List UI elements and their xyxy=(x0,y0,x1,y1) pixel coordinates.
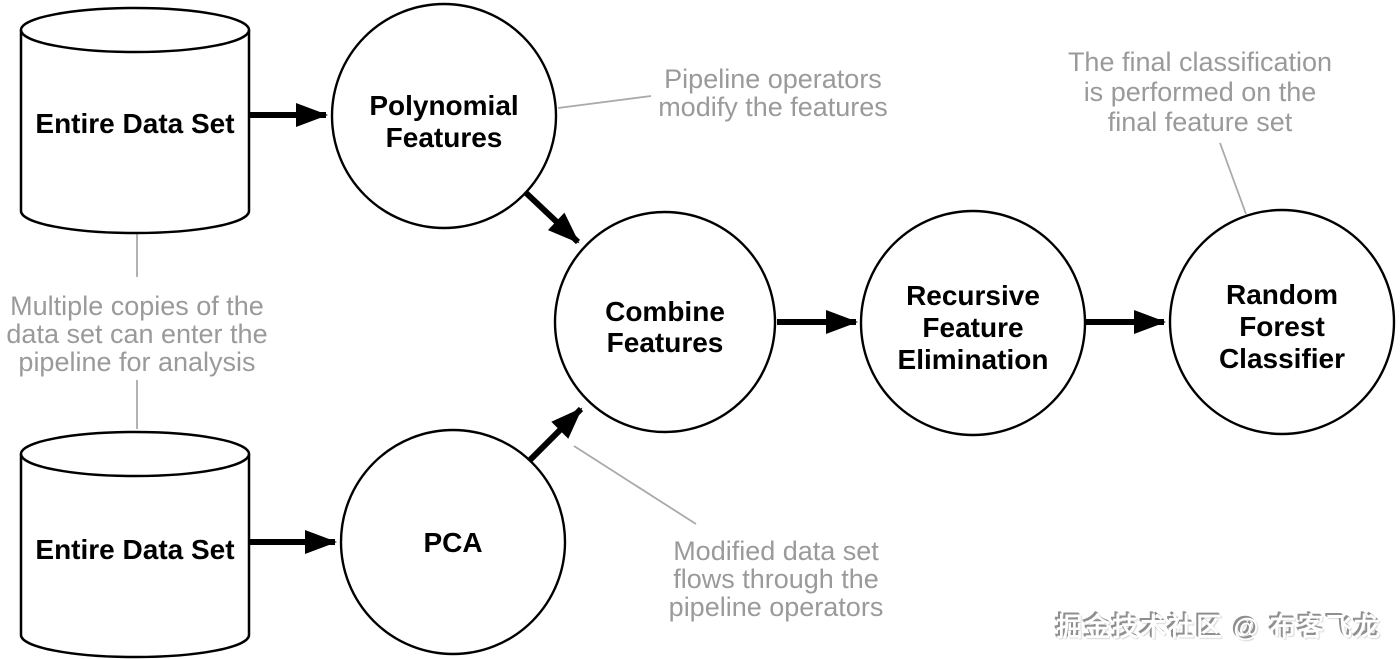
callout-lines xyxy=(136,95,1247,525)
annotation-multiple-copies-line3: pipeline for analysis xyxy=(18,347,255,377)
node-combine-features-label-line2: Features xyxy=(607,327,724,358)
annotation-modified-data-line1: Modified data set xyxy=(673,536,879,566)
callout-line-final-classification-note xyxy=(1219,142,1247,215)
node-polynomial-features-label-line1: Polynomial xyxy=(369,90,518,121)
annotation-multiple-copies-line2: data set can enter the xyxy=(6,319,267,349)
annotation-modified-data-note: Modified data set flows through the pipe… xyxy=(669,536,884,622)
datastore-bottom-lid xyxy=(19,430,251,478)
node-rfc-label-line1: Random xyxy=(1226,279,1338,310)
datastore-top-lid xyxy=(19,6,251,54)
datastore-bottom-body xyxy=(19,454,251,659)
node-pca-circle xyxy=(339,428,567,656)
node-rfe-label-line2: Feature xyxy=(922,312,1023,343)
node-combine-features: Combine Features xyxy=(553,210,777,434)
annotation-pipeline-operators-note: Pipeline operators modify the features xyxy=(658,64,888,122)
annotation-multiple-copies-note: Multiple copies of the data set can ente… xyxy=(6,291,267,377)
arrow-polynomial-to-combine xyxy=(521,188,581,245)
node-combine-features-circle xyxy=(553,210,777,434)
watermark: 掘金技术社区 @ 布客飞龙 xyxy=(1056,612,1382,642)
annotation-final-classification-line1: The final classification xyxy=(1068,47,1332,77)
callout-line-pipeline-operators-note xyxy=(557,95,652,109)
arrow-pca-to-combine xyxy=(527,406,584,463)
node-recursive-feature-elimination-circle xyxy=(859,209,1087,437)
datastore-top-label: Entire Data Set xyxy=(35,108,234,139)
annotation-final-classification-note: The final classification is performed on… xyxy=(1068,47,1332,137)
annotation-final-classification-line2: is performed on the xyxy=(1084,77,1317,107)
node-polynomial-features-circle xyxy=(330,2,558,230)
node-rfe-label-line3: Elimination xyxy=(898,344,1049,375)
node-polynomial-features-label-line2: Features xyxy=(386,122,503,153)
node-random-forest-classifier: Random Forest Classifier xyxy=(1168,208,1396,436)
annotation-multiple-copies-line1: Multiple copies of the xyxy=(10,291,264,321)
node-rfc-label-line3: Classifier xyxy=(1219,343,1345,374)
datastore-top: Entire Data Set xyxy=(19,6,251,235)
flow-arrows xyxy=(249,103,1166,554)
annotation-pipeline-operators-line2: modify the features xyxy=(658,92,888,122)
node-recursive-feature-elimination: Recursive Feature Elimination xyxy=(859,209,1087,437)
annotation-modified-data-line3: pipeline operators xyxy=(669,592,884,622)
node-pca: PCA xyxy=(339,428,567,656)
datastore-top-body xyxy=(19,30,251,235)
node-rfc-label-line2: Forest xyxy=(1239,311,1325,342)
node-combine-features-label-line1: Combine xyxy=(605,296,725,327)
annotation-modified-data-line2: flows through the xyxy=(673,564,879,594)
annotation-final-classification-line3: final feature set xyxy=(1108,107,1293,137)
datastore-bottom: Entire Data Set xyxy=(19,430,251,659)
node-rfe-label-line1: Recursive xyxy=(906,280,1040,311)
node-random-forest-classifier-circle xyxy=(1168,208,1396,436)
node-pca-label: PCA xyxy=(423,527,482,558)
node-polynomial-features: Polynomial Features xyxy=(330,2,558,230)
callout-line-modified-data-note xyxy=(573,445,697,525)
datastore-bottom-label: Entire Data Set xyxy=(35,534,234,565)
annotation-pipeline-operators-line1: Pipeline operators xyxy=(664,64,882,94)
